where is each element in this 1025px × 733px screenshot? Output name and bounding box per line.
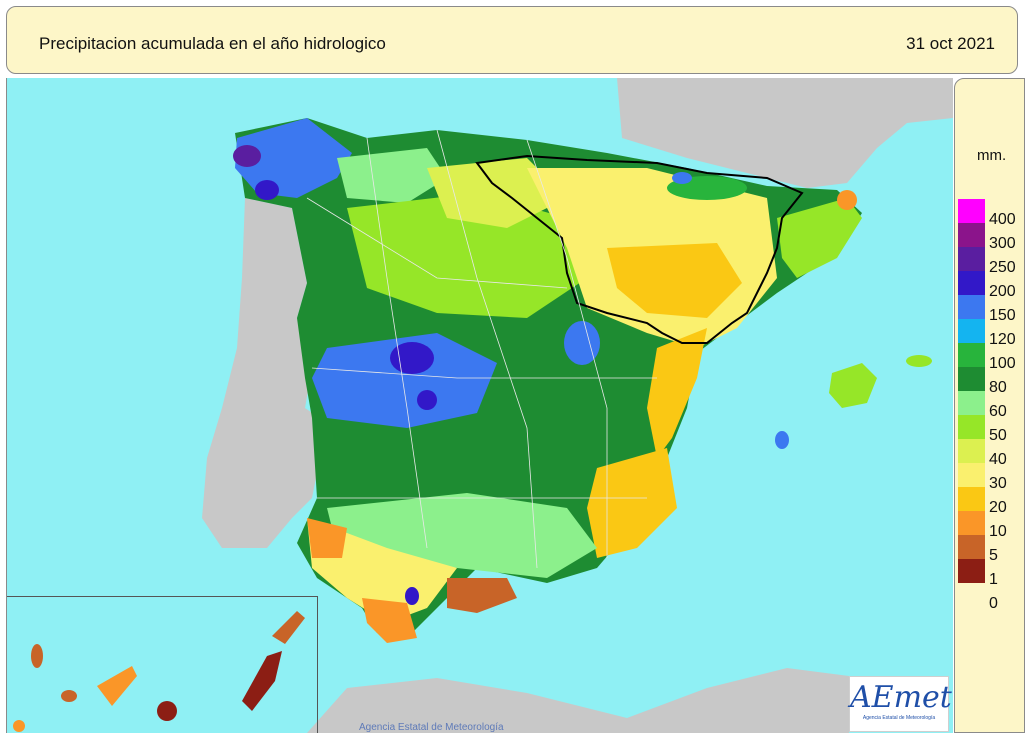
- legend-swatch: [958, 415, 985, 439]
- extremadura-purple: [390, 342, 434, 374]
- legend-item: 40: [958, 439, 1024, 468]
- extremadura-purple-2: [417, 390, 437, 410]
- legend-item: 200: [958, 271, 1024, 300]
- legend-swatch: [958, 319, 985, 343]
- legend-label: 120: [989, 331, 1016, 348]
- canary-islands: [13, 611, 305, 732]
- legend-item: 400: [958, 199, 1024, 228]
- legend-label: 400: [989, 211, 1016, 228]
- central-lightgreen: [347, 193, 587, 318]
- galicia-purple-2: [255, 180, 279, 200]
- map-graphic: [13, 78, 953, 733]
- legend-swatch: [958, 487, 985, 511]
- legend-label: 0: [989, 595, 998, 612]
- legend-swatch: [958, 535, 985, 559]
- legend-item: 250: [958, 247, 1024, 276]
- legend-label: 20: [989, 499, 1007, 516]
- africa-land: [307, 668, 849, 733]
- legend-label: 60: [989, 403, 1007, 420]
- legend-item: 20: [958, 487, 1024, 516]
- murcia-orange: [587, 448, 677, 558]
- legend-item: 0: [958, 583, 1024, 612]
- malaga-brown: [447, 578, 517, 613]
- galicia-purple: [233, 145, 261, 167]
- legend-label: 100: [989, 355, 1016, 372]
- legend-swatch: [958, 295, 985, 319]
- legend-swatch: [958, 199, 985, 223]
- mallorca: [829, 363, 877, 408]
- legend-swatch: [958, 463, 985, 487]
- ibiza: [775, 431, 789, 449]
- legend-label: 150: [989, 307, 1016, 324]
- ebro-basin-outline: [475, 154, 804, 344]
- precipitation-map: Agencia Estatal de Meteorología AEmet Ag…: [6, 78, 953, 733]
- valencia-orange: [647, 328, 707, 458]
- huelva-orange: [307, 518, 347, 558]
- legend-label: 40: [989, 451, 1007, 468]
- galicia-blue: [235, 118, 352, 198]
- portugal-land: [202, 198, 327, 548]
- asturias-light: [337, 148, 447, 203]
- legend-item: 60: [958, 391, 1024, 420]
- pyrenees-blue: [672, 172, 692, 184]
- map-credit: Agencia Estatal de Meteorología: [359, 722, 504, 733]
- canary-inset-frame: [7, 596, 318, 733]
- legend-unit: mm.: [977, 147, 1007, 164]
- legend-item: 5: [958, 535, 1024, 564]
- map-header: Precipitacion acumulada en el año hidrol…: [6, 6, 1018, 74]
- france-land: [617, 78, 953, 188]
- map-date: 31 oct 2021: [906, 34, 995, 53]
- legend-label: 10: [989, 523, 1007, 540]
- legend-label: 300: [989, 235, 1016, 252]
- girona-orange: [837, 190, 857, 210]
- extremadura-blue: [312, 333, 497, 428]
- legend-item: 300: [958, 223, 1024, 252]
- legend-item: 150: [958, 295, 1024, 324]
- catalonia-green: [777, 198, 862, 278]
- legend-label: 250: [989, 259, 1016, 276]
- cadiz-orange: [362, 598, 417, 643]
- legend-swatch: [958, 511, 985, 535]
- legend-item: 50: [958, 415, 1024, 444]
- grazalema-purple: [405, 587, 419, 605]
- legend-swatch: [958, 247, 985, 271]
- menorca: [906, 355, 932, 367]
- legend-item: 80: [958, 367, 1024, 396]
- map-title: Precipitacion acumulada en el año hidrol…: [39, 34, 386, 53]
- aemet-logo: AEmet Agencia Estatal de Meteorología: [849, 676, 952, 732]
- aragon-orange: [607, 243, 742, 318]
- aemet-logo-subtext: Agencia Estatal de Meteorología: [862, 715, 936, 721]
- legend-swatch: [958, 367, 985, 391]
- andalucia-yellow: [307, 518, 457, 623]
- legend-swatch: [958, 439, 985, 463]
- legend-item: 10: [958, 511, 1024, 540]
- legend-label: 50: [989, 427, 1007, 444]
- legend-label: 80: [989, 379, 1007, 396]
- legend-item: 30: [958, 463, 1024, 492]
- legend-item: 1: [958, 559, 1024, 588]
- legend-label: 200: [989, 283, 1016, 300]
- legend-swatch: [958, 271, 985, 295]
- aemet-logo-word: AEmet: [850, 680, 952, 715]
- legend-label: 5: [989, 547, 998, 564]
- legend-item: 100: [958, 343, 1024, 372]
- legend-item: 120: [958, 319, 1024, 348]
- legend-swatch: [958, 391, 985, 415]
- legend-label: 1: [989, 571, 998, 588]
- province-borders: [306, 129, 657, 569]
- legend-label: 30: [989, 475, 1007, 492]
- legend-swatch: [958, 223, 985, 247]
- legend-swatch: [958, 343, 985, 367]
- madrid-blue: [564, 321, 600, 365]
- legend-swatch: [958, 559, 985, 583]
